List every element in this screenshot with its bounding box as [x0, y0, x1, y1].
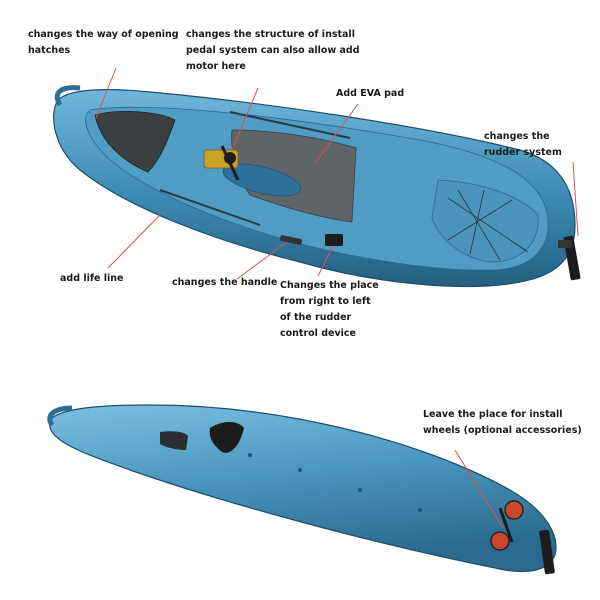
annotation-hatch: changes the way of opening hatches: [28, 27, 179, 59]
annotation-line: of the rudder: [280, 310, 379, 326]
annotation-line: rudder system: [484, 145, 562, 161]
leader-life: [108, 215, 160, 268]
annotation-line: add life line: [60, 271, 123, 287]
annotation-eva: Add EVA pad: [336, 86, 404, 102]
annotation-line: motor here: [186, 59, 360, 75]
annotation-rudder: changes the rudder system: [484, 129, 562, 161]
annotation-handle: changes the handle: [172, 275, 277, 291]
annotation-line: wheels (optional accessories): [423, 423, 582, 439]
annotation-pedal: changes the structure of install pedal s…: [186, 27, 360, 75]
annotation-line: changes the: [484, 129, 562, 145]
annotation-line: pedal system can also allow add: [186, 43, 360, 59]
annotation-line: Leave the place for install: [423, 407, 582, 423]
annotation-life-line: add life line: [60, 271, 123, 287]
annotation-rudder-control: Changes the place from right to left of …: [280, 278, 379, 342]
annotation-line: hatches: [28, 43, 179, 59]
annotation-line: Changes the place: [280, 278, 379, 294]
annotation-line: changes the structure of install: [186, 27, 360, 43]
annotation-line: from right to left: [280, 294, 379, 310]
annotation-line: changes the way of opening: [28, 27, 179, 43]
annotation-line: Add EVA pad: [336, 86, 404, 102]
rudder-control: [325, 234, 343, 246]
annotation-wheels: Leave the place for install wheels (opti…: [423, 407, 582, 439]
kayak-top-view: [54, 88, 581, 287]
annotation-line: control device: [280, 326, 379, 342]
wheel: [505, 501, 523, 519]
annotation-line: changes the handle: [172, 275, 277, 291]
wheel: [491, 532, 509, 550]
